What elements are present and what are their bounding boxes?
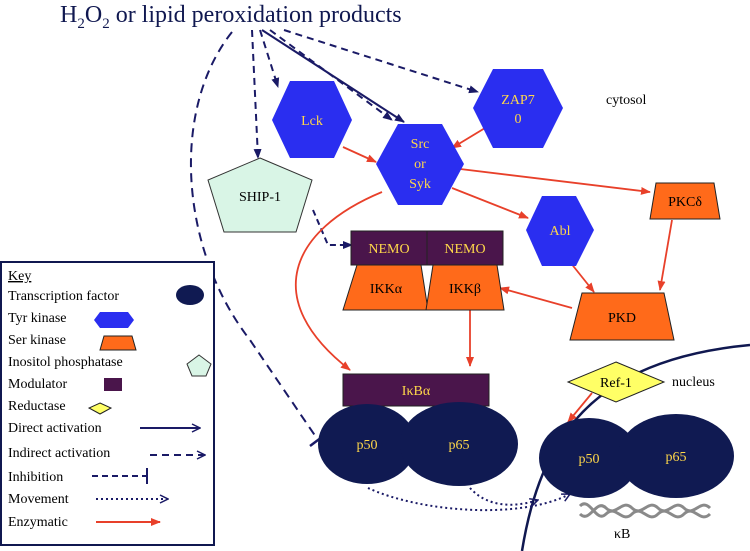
p65-cytosol [400,402,518,486]
page-title: H2O2 or lipid peroxidation products [60,2,402,32]
key-item-indirect-activation: Indirect activation [8,446,110,461]
ship1-node: SHIP-1 [207,157,313,233]
phosphatase-swatch [186,354,212,377]
p65-cytosol-label: p65 [449,438,470,453]
lck-label: Lck [301,114,323,129]
key-item-ser-kinase: Ser kinase [8,333,66,348]
key-item-transcription-factor: Transcription factor [8,289,119,304]
ikb-alpha-label: IκBα [402,384,431,399]
indirect-arrow-ship1-nemo [312,209,353,249]
key-title: Key [8,269,31,284]
lck-node: Lck [272,81,352,158]
zap70-label-2: 0 [515,112,522,127]
pkc-delta-label: PKCδ [668,195,702,210]
pkd-node: PKD [569,292,675,341]
syk-label: Syk [409,177,431,192]
movement-arrows [367,487,570,512]
nemo-b-label: NEMO [444,242,485,257]
zap70-label-1: ZAP7 [501,93,534,108]
nucleus-label: nucleus [672,375,715,390]
or-label: or [414,157,426,172]
ikk-beta-box [425,264,505,311]
src-label: Src [411,137,430,152]
ref1-label: Ref-1 [600,376,632,391]
ikk-complex: NEMO NEMO IKKα IKKβ [342,230,505,311]
key-legend: Key Transcription factor Tyr kinase Ser … [0,261,215,546]
ship1-label: SHIP-1 [239,190,281,205]
nemo-b-box [426,230,504,266]
nemo-a-label: NEMO [368,242,409,257]
reductase-swatch [87,402,113,415]
direct-arrow-h2o2-src [261,29,405,123]
nfkb-cytosol: p50 p65 [318,402,518,486]
zap70-node: ZAP7 0 [473,69,563,148]
dna-helix-icon [578,502,712,519]
p50-nucleus-label: p50 [579,452,600,467]
kb-label: κB [614,527,630,542]
key-item-modulator: Modulator [8,377,67,392]
abl-label: Abl [550,224,571,239]
key-item-inhibition: Inhibition [8,470,63,485]
abl-node: Abl [526,196,594,266]
ikb-alpha-node: IκBα [342,373,490,407]
key-item-tyr-kinase: Tyr kinase [8,311,67,326]
enzymatic-arrows [295,124,673,423]
ref1-node: Ref-1 [566,361,666,403]
p65-nucleus-label: p65 [666,450,687,465]
nucleus-membrane [520,343,750,551]
ikk-alpha-label: IKKα [370,282,403,297]
key-item-inositol-phosphatase: Inositol phosphatase [8,355,123,370]
key-item-reductase: Reductase [8,399,66,414]
ser-kinase-swatch [99,335,137,351]
transcription-factor-swatch [176,285,204,305]
p50-cytosol-label: p50 [357,438,378,453]
src-syk-node: Src or Syk [376,124,464,205]
key-item-enzymatic: Enzymatic [8,515,68,530]
pkd-label: PKD [608,311,636,326]
cytosol-label: cytosol [606,93,647,108]
tyr-kinase-swatch [94,312,134,328]
ikk-beta-label: IKKβ [449,282,481,297]
key-item-direct-activation: Direct activation [8,421,102,436]
p50-cytosol [318,404,416,484]
key-item-movement: Movement [8,492,69,507]
modulator-swatch [104,378,122,391]
inhibition-h2o2-p50 [190,31,319,441]
pkc-delta-node: PKCδ [649,182,721,220]
nfkb-nucleus: p50 p65 [539,414,734,498]
p65-nucleus [618,414,734,498]
p50-nucleus [539,418,639,498]
